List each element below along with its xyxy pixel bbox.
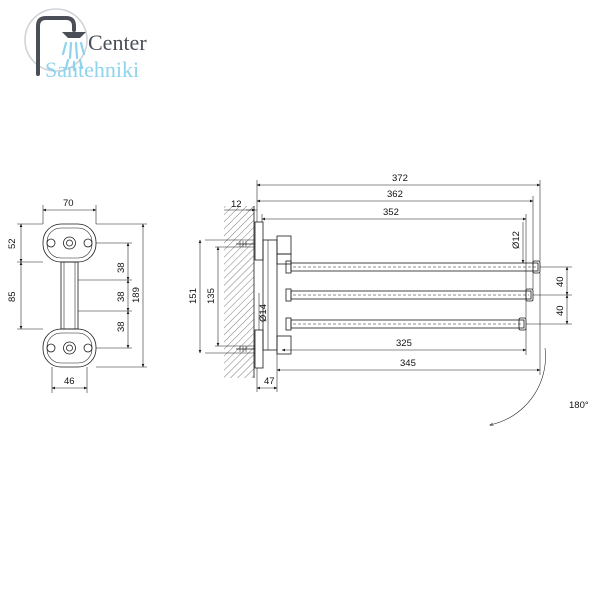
towel-rod-3: [285, 317, 527, 331]
dim-rod-spacing-2: 40: [555, 305, 566, 316]
rotation-arc: [490, 347, 546, 425]
dim-rod-length-325: 325: [396, 338, 412, 349]
wall-section: [224, 206, 254, 378]
dim-rod-diameter: Ø12: [511, 231, 522, 249]
dim-center-distance: 85: [7, 291, 18, 302]
dim-spacing-1: 38: [116, 262, 127, 273]
brand-logo[interactable]: Center Santehniki: [24, 8, 147, 82]
top-mount-plate: [42, 223, 97, 263]
dim-base-depth: 47: [264, 376, 275, 387]
logo-text-center: Center: [88, 30, 147, 55]
dim-base-diameter: Ø14: [258, 304, 269, 322]
dim-height-135: 135: [206, 288, 217, 304]
front-view: 70 52 85 38 38 38 189 46: [7, 198, 147, 393]
dim-length-362: 362: [387, 189, 403, 200]
dim-height-151: 151: [188, 288, 199, 304]
dim-width: 70: [63, 198, 74, 209]
bottom-mount-plate: [42, 328, 97, 368]
towel-rod-2: [285, 288, 534, 302]
central-column: [60, 261, 79, 330]
dim-spacing-2: 38: [116, 291, 127, 302]
dim-rod-spacing-1: 40: [555, 276, 566, 287]
side-view: 372 362 352 12 Ø12 40 40 151 135: [188, 173, 589, 425]
screw-bottom: [236, 346, 255, 352]
screw-top: [236, 241, 255, 247]
dim-rod-length-345: 345: [400, 358, 416, 369]
logo-text-santehniki: Santehniki: [45, 57, 139, 82]
shower-head-icon: [24, 8, 88, 76]
towel-rod-1: [285, 260, 541, 274]
dim-bottom-width: 46: [64, 376, 75, 387]
side-column: [262, 239, 278, 351]
dim-spacing-3: 38: [116, 321, 127, 332]
dim-top-offset: 52: [7, 238, 18, 249]
dim-length-352: 352: [383, 207, 399, 218]
dim-length-372: 372: [392, 173, 408, 184]
dim-rotation: 180°: [569, 400, 589, 411]
dim-wall-offset: 12: [231, 199, 242, 210]
dim-total-height: 189: [131, 287, 142, 303]
